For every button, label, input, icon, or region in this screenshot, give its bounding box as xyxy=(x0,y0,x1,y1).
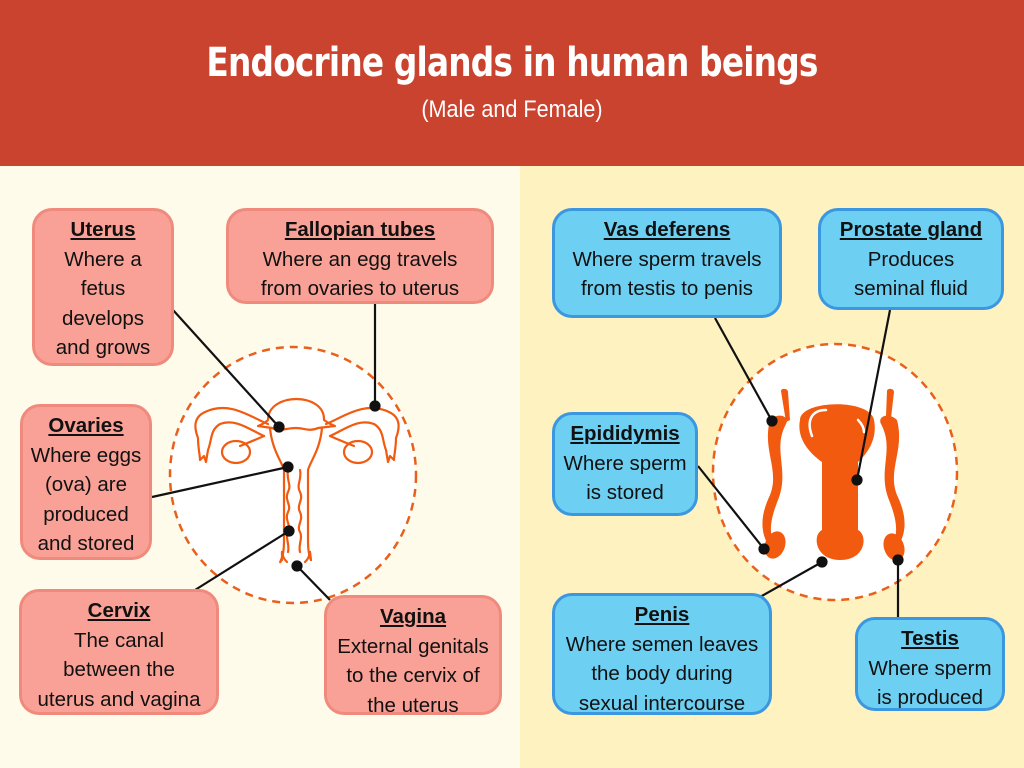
label-description: Where an egg travels from ovaries to ute… xyxy=(260,247,460,301)
label-title: Vagina xyxy=(379,605,447,628)
label-title: Vas deferens xyxy=(603,218,731,241)
label-description: Where eggs (ova) are produced and stored xyxy=(30,443,142,556)
label-vagina: Vagina External genitals to the cervix o… xyxy=(324,595,502,717)
label-description: The canal between the uterus and vagina xyxy=(37,628,201,711)
label-description: Where a fetus develops and grows xyxy=(55,247,151,360)
label-title: Penis xyxy=(634,603,690,626)
header-banner: Endocrine glands in human beings (Male a… xyxy=(0,0,1024,166)
label-epididymis: Epididymis Where sperm is stored xyxy=(552,412,698,516)
label-description: Where semen leaves the body during sexua… xyxy=(565,632,759,715)
label-title: Epididymis xyxy=(570,422,680,445)
label-description: Where sperm is produced xyxy=(868,656,992,710)
label-description: Where sperm travels from testis to penis xyxy=(572,247,762,301)
page-title: Endocrine glands in human beings xyxy=(206,40,818,86)
label-description: External genitals to the cervix of the u… xyxy=(337,634,489,717)
label-vas-deferens: Vas deferens Where sperm travels from te… xyxy=(552,208,782,318)
label-title: Uterus xyxy=(70,218,136,241)
label-title: Prostate gland xyxy=(839,218,983,241)
label-cervix: Cervix The canal between the uterus and … xyxy=(19,589,219,715)
label-ovaries: Ovaries Where eggs (ova) are produced an… xyxy=(20,404,152,560)
label-description: Where sperm is stored xyxy=(563,451,687,505)
label-penis: Penis Where semen leaves the body during… xyxy=(552,593,772,715)
label-uterus: Uterus Where a fetus develops and grows xyxy=(32,208,174,366)
label-title: Cervix xyxy=(87,599,151,622)
page-subtitle: (Male and Female) xyxy=(421,96,603,123)
label-prostate-gland: Prostate gland Produces seminal fluid xyxy=(818,208,1004,310)
label-title: Ovaries xyxy=(48,414,124,437)
label-fallopian-tubes: Fallopian tubes Where an egg travels fro… xyxy=(226,208,494,304)
label-description: Produces seminal fluid xyxy=(854,247,968,301)
label-title: Fallopian tubes xyxy=(284,218,436,241)
label-testis: Testis Where sperm is produced xyxy=(855,617,1005,711)
label-title: Testis xyxy=(901,627,959,650)
